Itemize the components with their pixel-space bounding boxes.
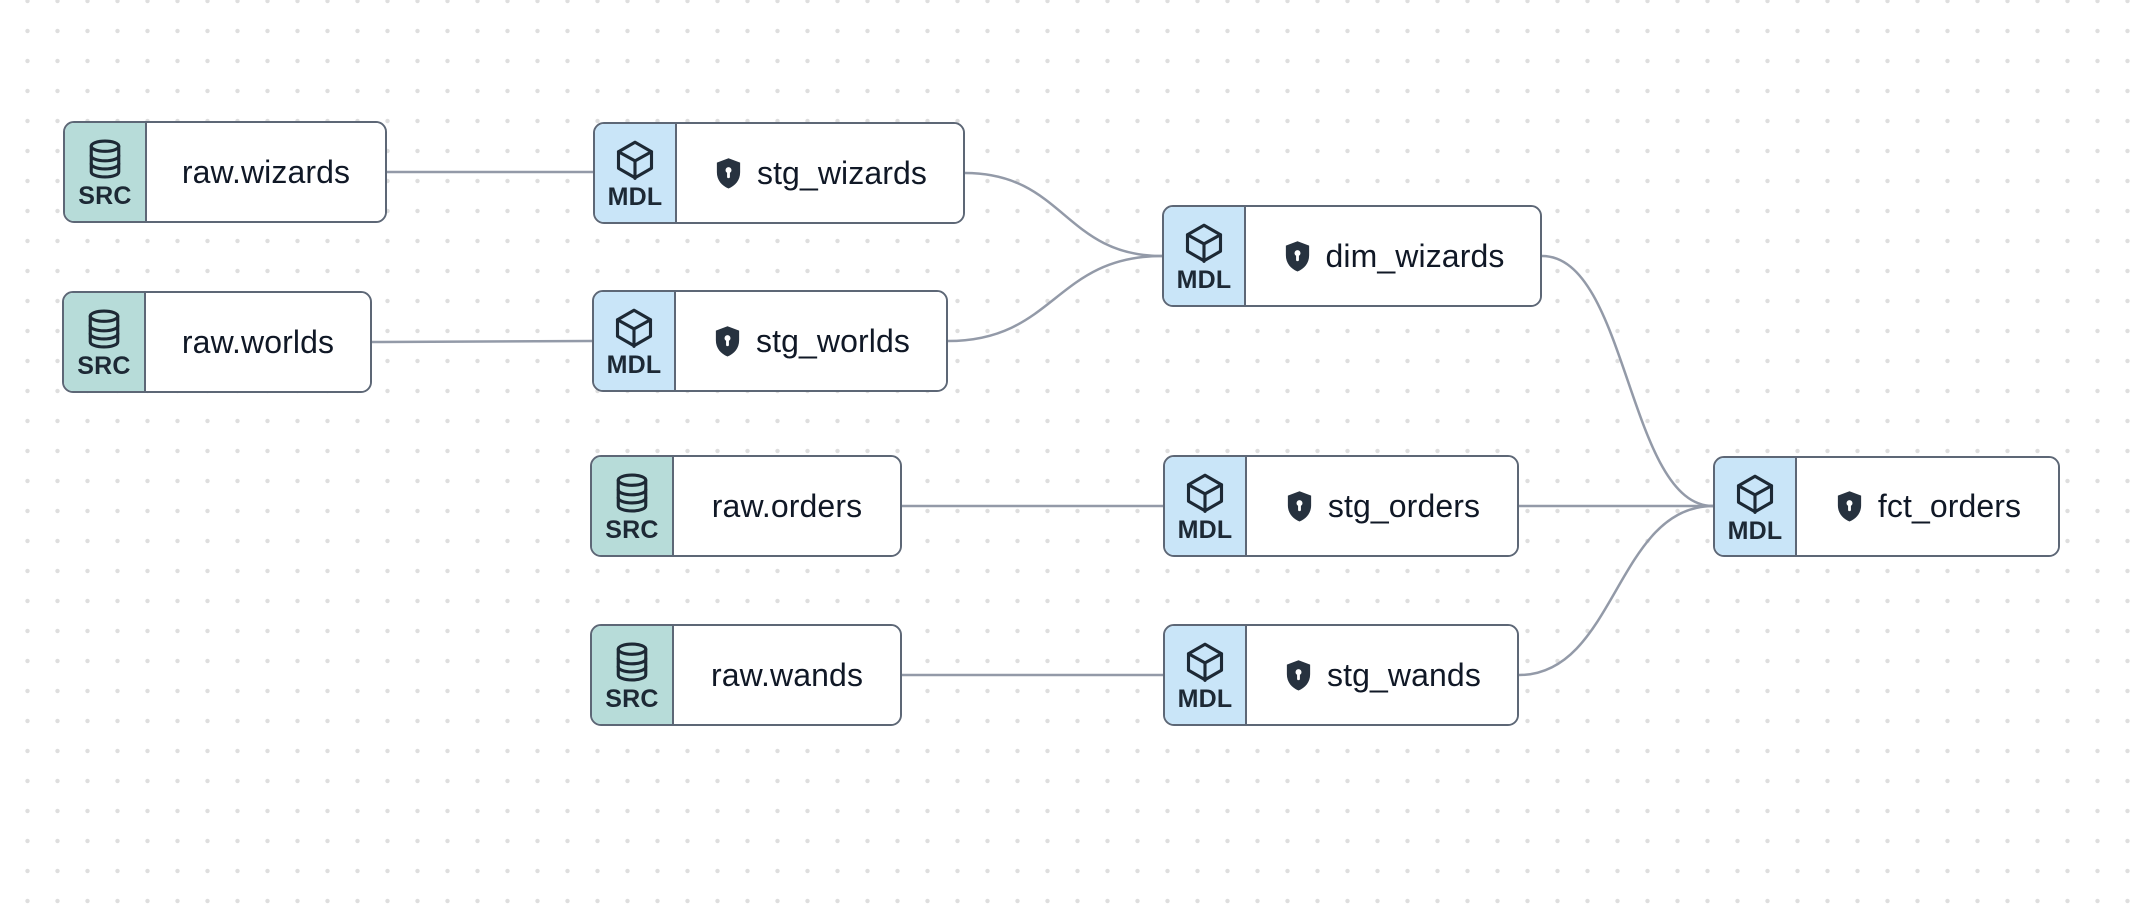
source-badge: SRC (65, 123, 147, 221)
badge-label: MDL (1177, 516, 1233, 544)
node-body: raw.wands (674, 626, 900, 724)
node-raw-wands[interactable]: SRC raw.wands (590, 624, 902, 726)
badge-label: MDL (1727, 516, 1783, 545)
badge-label: SRC (605, 685, 659, 713)
model-badge: MDL (1165, 626, 1247, 724)
badge-label: SRC (77, 352, 131, 380)
badge-label: SRC (78, 182, 132, 210)
node-label: stg_wizards (756, 154, 928, 191)
node-label: stg_worlds (756, 322, 910, 359)
model-badge: MDL (1164, 207, 1246, 305)
shield-lock-icon (1285, 240, 1309, 271)
shield-lock-icon (1837, 491, 1861, 522)
node-label: fct_orders (1877, 488, 2022, 524)
node-raw-orders[interactable]: SRC raw.orders (590, 455, 902, 557)
model-badge: MDL (595, 124, 677, 222)
cube-icon (615, 308, 653, 348)
node-label: raw.orders (711, 487, 863, 524)
cube-icon (1186, 473, 1224, 513)
database-icon (616, 642, 648, 682)
node-body: raw.worlds (146, 293, 370, 391)
badge-label: SRC (605, 516, 659, 544)
node-label: raw.wands (710, 656, 864, 693)
node-stg-worlds[interactable]: MDL stg_worlds (592, 290, 948, 392)
badge-label: MDL (606, 351, 662, 379)
model-badge: MDL (594, 292, 676, 390)
shield-lock-icon (1287, 490, 1312, 521)
cube-icon (1185, 223, 1223, 263)
cube-icon (1736, 474, 1774, 514)
node-body: stg_worlds (676, 292, 946, 390)
node-stg-orders[interactable]: MDL stg_orders (1163, 455, 1519, 557)
edge-stg_wands-fct_orders[interactable] (1517, 504, 1715, 677)
source-badge: SRC (64, 293, 146, 391)
node-label: raw.wizards (181, 153, 351, 190)
cube-icon (1186, 642, 1224, 682)
node-fct-orders[interactable]: MDL fct_orders (1713, 456, 2060, 557)
cube-icon (616, 140, 654, 180)
edge-dim_wizards-fct_orders[interactable] (1540, 254, 1715, 508)
node-label: stg_orders (1327, 487, 1481, 524)
edge-raw.worlds-stg_worlds[interactable] (370, 339, 594, 344)
node-body: stg_orders (1247, 457, 1517, 555)
node-dim-wizards[interactable]: MDL dim_wizards (1162, 205, 1542, 307)
node-body: dim_wizards (1246, 207, 1540, 305)
node-body: stg_wizards (677, 124, 963, 222)
model-badge: MDL (1165, 457, 1247, 555)
node-stg-wizards[interactable]: MDL stg_wizards (593, 122, 965, 224)
shield-lock-icon (715, 325, 740, 356)
node-label: dim_wizards (1325, 237, 1505, 274)
node-label: stg_wands (1327, 656, 1481, 693)
badge-label: MDL (607, 183, 663, 211)
node-raw-worlds[interactable]: SRC raw.worlds (62, 291, 372, 393)
badge-label: MDL (1177, 685, 1233, 713)
database-icon (88, 309, 120, 349)
node-body: raw.orders (674, 457, 900, 555)
badge-label: MDL (1176, 266, 1232, 294)
node-label: raw.worlds (181, 323, 335, 360)
node-body: raw.wizards (147, 123, 385, 221)
database-icon (616, 473, 648, 513)
shield-lock-icon (716, 157, 741, 188)
edge-stg_worlds-dim_wizards[interactable] (946, 254, 1164, 343)
source-badge: SRC (592, 626, 674, 724)
node-body: fct_orders (1797, 458, 2058, 555)
node-raw-wizards[interactable]: SRC raw.wizards (63, 121, 387, 223)
node-body: stg_wands (1247, 626, 1517, 724)
model-badge: MDL (1715, 458, 1797, 555)
database-icon (89, 139, 121, 179)
edge-stg_wizards-dim_wizards[interactable] (963, 171, 1164, 258)
node-stg-wands[interactable]: MDL stg_wands (1163, 624, 1519, 726)
source-badge: SRC (592, 457, 674, 555)
shield-lock-icon (1286, 659, 1311, 690)
